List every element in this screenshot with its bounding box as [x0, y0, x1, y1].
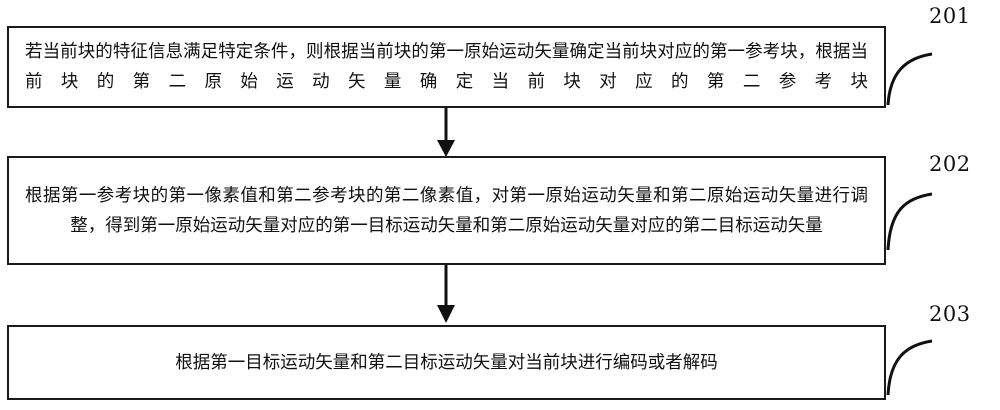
leader-line-203 [886, 339, 933, 396]
connector-201-to-202 [437, 108, 455, 157]
leader-line-202 [886, 192, 933, 251]
flowchart-step-201-text: 若当前块的特征信息满足特定条件，则根据当前块的第一原始运动矢量确定当前块对应的第… [25, 42, 868, 92]
reference-numeral-201: 201 [929, 4, 971, 28]
reference-numeral-202: 202 [929, 152, 971, 176]
connector-202-to-203 [437, 265, 455, 323]
reference-numeral-203: 203 [929, 302, 971, 326]
leader-line-201 [886, 52, 933, 106]
flowchart-step-203: 根据第一目标运动矢量和第二目标运动矢量对当前块进行编码或者解码 [7, 325, 886, 400]
flowchart-step-201: 若当前块的特征信息满足特定条件，则根据当前块的第一原始运动矢量确定当前块对应的第… [7, 26, 886, 108]
flowchart-step-202-text: 根据第一参考块的第一像素值和第二参考块的第二像素值，对第一原始运动矢量和第二原始… [25, 185, 868, 236]
flowchart-step-203-text: 根据第一目标运动矢量和第二目标运动矢量对当前块进行编码或者解码 [175, 352, 718, 373]
flowchart-step-202: 根据第一参考块的第一像素值和第二参考块的第二像素值，对第一原始运动矢量和第二原始… [7, 156, 886, 265]
